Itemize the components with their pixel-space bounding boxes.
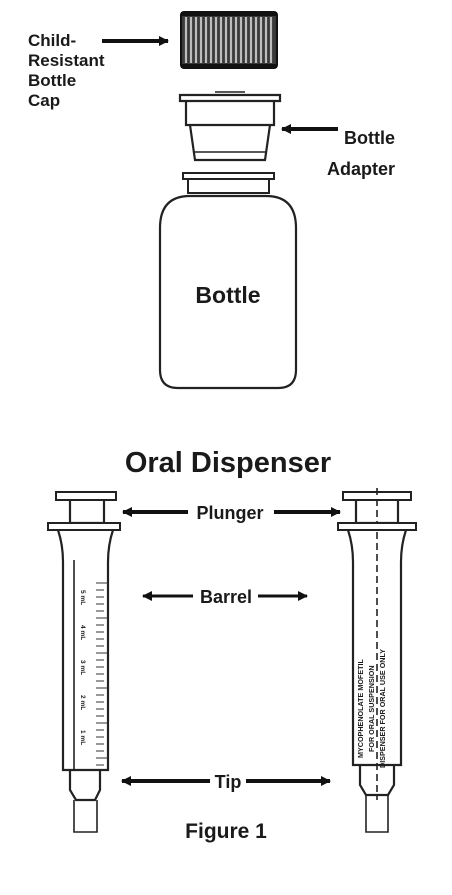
cap-label-line4: Cap — [28, 91, 60, 110]
syringe-printed-view — [337, 488, 417, 833]
tip-label: Tip — [215, 772, 242, 792]
cap-label-line1: Child- — [28, 31, 76, 50]
plunger-label: Plunger — [196, 503, 263, 523]
bottle — [158, 172, 298, 390]
barrel-print-line2: FOR ORAL SUSPENSION — [367, 665, 376, 752]
scale-mark-1: 1 mL — [79, 730, 86, 745]
cap-label: Child- Resistant Bottle Cap — [28, 31, 105, 110]
adapter-label-line1: Bottle — [344, 128, 395, 148]
figure-caption: Figure 1 — [185, 820, 267, 843]
cap-label-line2: Resistant — [28, 51, 105, 70]
scale-mark-3: 3 mL — [79, 660, 86, 675]
cap-label-line3: Bottle — [28, 71, 76, 90]
scale-mark-5: 5 mL — [79, 590, 86, 605]
barrel-print-line3: DISPENSER FOR ORAL USE ONLY — [378, 649, 387, 768]
scale-mark-4: 4 mL — [79, 625, 86, 640]
barrel-print-line1: MYCOPHENOLATE MOFETIL — [356, 659, 365, 758]
bottle-label: Bottle — [195, 282, 260, 308]
bottle-cap — [180, 11, 278, 69]
scale-mark-2: 2 mL — [79, 695, 86, 710]
syringe-side-view — [47, 491, 121, 833]
dispenser-title: Oral Dispenser — [125, 447, 331, 479]
bottle-adapter — [178, 91, 282, 162]
barrel-label: Barrel — [200, 587, 252, 607]
adapter-label-line2: Adapter — [327, 159, 395, 179]
